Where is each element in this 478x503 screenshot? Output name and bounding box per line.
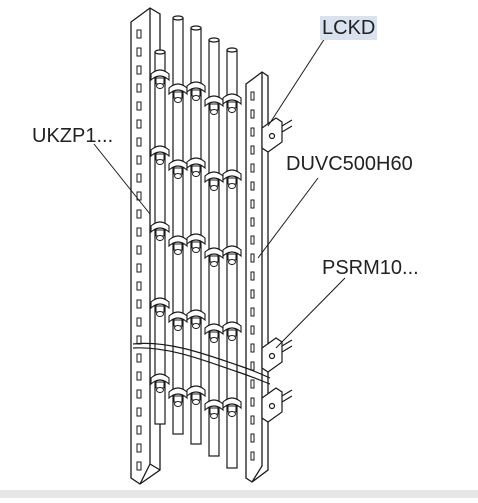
slot (136, 389, 142, 399)
slot (250, 415, 255, 425)
bracket-lower (261, 387, 293, 423)
slot (250, 199, 255, 209)
clamp (186, 385, 206, 405)
label-ukzp[interactable]: UKZP1... (32, 125, 114, 147)
rail-slots (136, 29, 142, 471)
slot (136, 47, 142, 57)
right-channel-rail (245, 71, 269, 483)
clamp (222, 169, 242, 189)
slot (136, 155, 142, 165)
slot (136, 65, 142, 75)
label-lckd[interactable]: LCKD (320, 16, 378, 40)
clamp (204, 399, 224, 419)
clamp (204, 247, 224, 267)
rail-slots (250, 91, 255, 461)
leader-lines (93, 37, 346, 349)
slot (136, 353, 142, 363)
left-channel-rail (130, 7, 161, 485)
cable (132, 347, 271, 385)
slot (250, 253, 255, 263)
slot (250, 163, 255, 173)
footer-bar (0, 490, 478, 498)
slot (136, 461, 142, 471)
leader-ukzp (93, 143, 151, 215)
clamp (168, 159, 188, 179)
leader-psrm (275, 277, 346, 349)
slot (136, 101, 142, 111)
clamp (186, 309, 206, 329)
clamp (186, 81, 206, 101)
label-psrm[interactable]: PSRM10... (322, 257, 419, 279)
leader-lckd (267, 37, 326, 127)
slot (136, 263, 142, 273)
slot (250, 181, 255, 191)
clamp (222, 93, 242, 113)
slot (136, 245, 142, 255)
slot (250, 109, 255, 119)
slot (136, 29, 142, 39)
slot (136, 119, 142, 129)
slot (250, 343, 255, 353)
slot (136, 281, 142, 291)
slot (136, 299, 142, 309)
slot (136, 443, 142, 453)
slot (250, 325, 255, 335)
slot (250, 361, 255, 371)
slot (250, 289, 255, 299)
clamp (150, 221, 170, 241)
slot (136, 137, 142, 147)
slot (250, 127, 255, 137)
clamp (186, 233, 206, 253)
clamp (150, 297, 170, 317)
clamp (150, 69, 170, 89)
clamp (168, 387, 188, 407)
slot (136, 227, 142, 237)
slot (136, 83, 142, 93)
slot (136, 317, 142, 327)
slot (250, 451, 255, 461)
leader-duvc (257, 177, 319, 259)
slot (136, 209, 142, 219)
clamp (222, 397, 242, 417)
slot (250, 217, 255, 227)
slot (250, 307, 255, 317)
slot (136, 335, 142, 345)
clamp-group (150, 69, 242, 419)
slot (136, 425, 142, 435)
slot (136, 173, 142, 183)
slot (250, 145, 255, 155)
slot (136, 407, 142, 417)
clamp (168, 311, 188, 331)
clamp (168, 235, 188, 255)
clamp (168, 83, 188, 103)
slot (250, 397, 255, 407)
slot (136, 371, 142, 381)
label-duvc[interactable]: DUVC500H60 (286, 153, 413, 175)
bracket-lckd (261, 117, 293, 153)
slot (250, 235, 255, 245)
cable (132, 342, 271, 379)
slot (250, 271, 255, 281)
clamp (204, 95, 224, 115)
pipe (172, 15, 184, 435)
clamp (222, 321, 242, 341)
clamp (222, 245, 242, 265)
clamp (150, 145, 170, 165)
clamp (150, 373, 170, 393)
slot (250, 433, 255, 443)
clamp (186, 157, 206, 177)
slot (250, 91, 255, 101)
clamp (204, 323, 224, 343)
slot (250, 379, 255, 389)
clamp (204, 171, 224, 191)
